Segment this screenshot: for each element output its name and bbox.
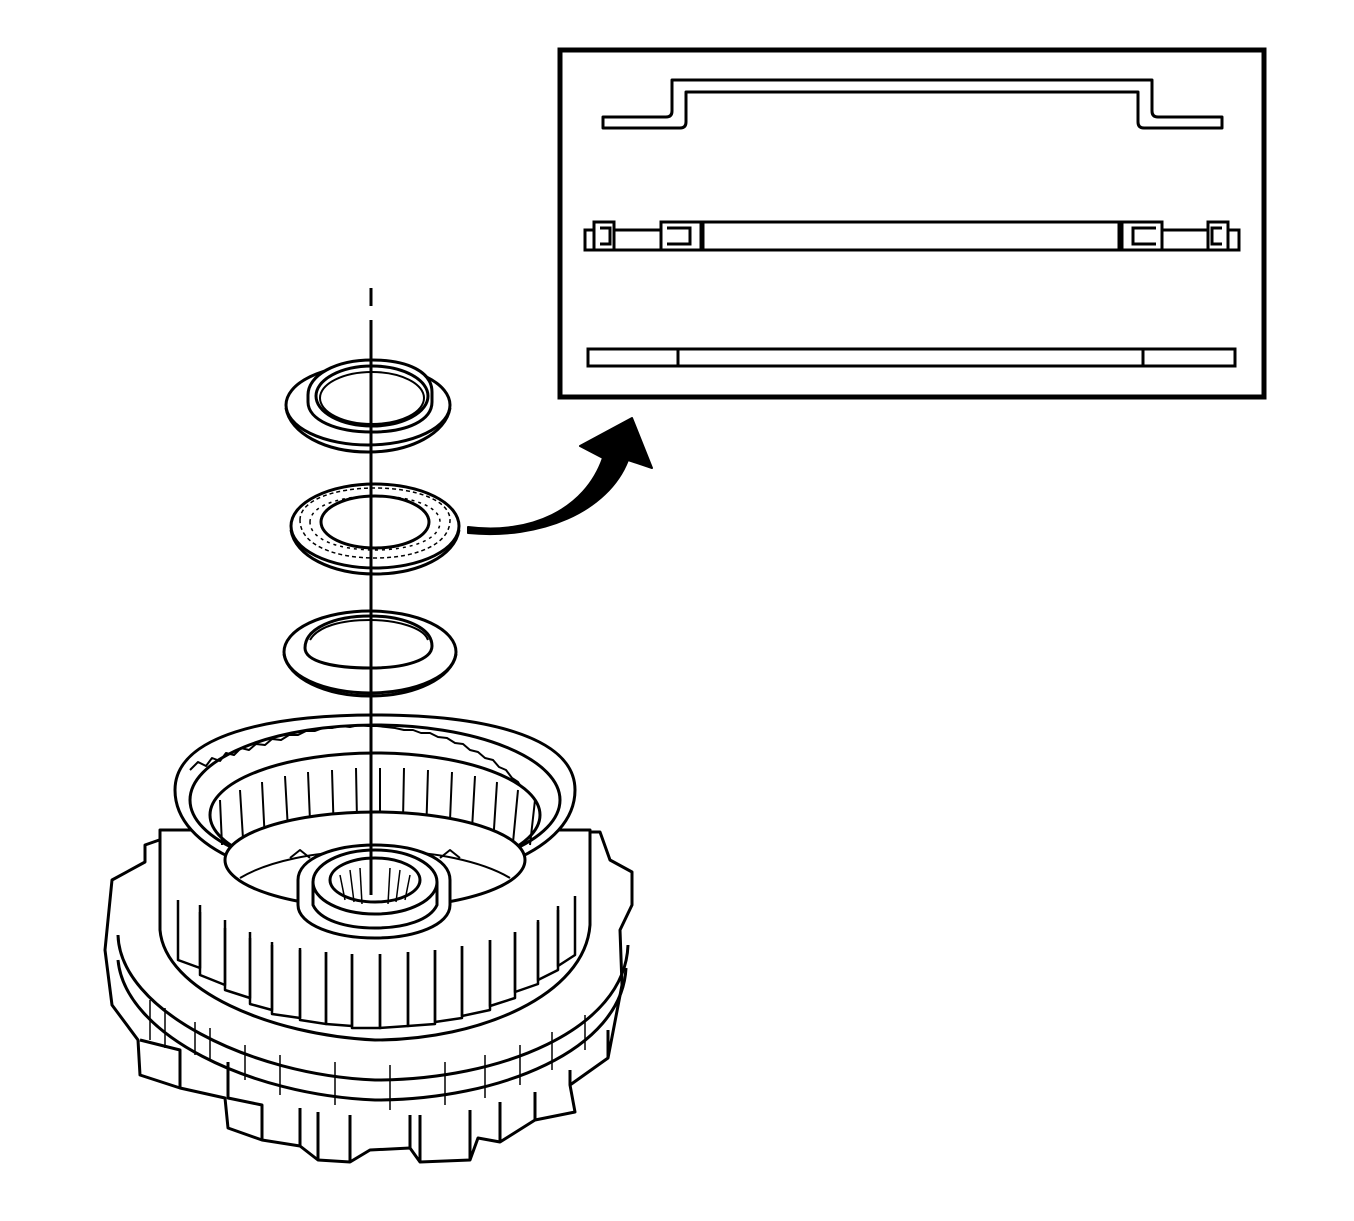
upper-race-cross-section (601, 78, 1224, 130)
detail-callout-box (557, 47, 1267, 400)
lower-race-cross-section (586, 347, 1237, 368)
needle-thrust-bearing (289, 482, 461, 576)
bearing-cage-cross-section (583, 220, 1241, 252)
upper-thrust-washer (284, 358, 452, 454)
drum-assembly (103, 713, 634, 1164)
curved-arrow-icon (467, 417, 653, 535)
